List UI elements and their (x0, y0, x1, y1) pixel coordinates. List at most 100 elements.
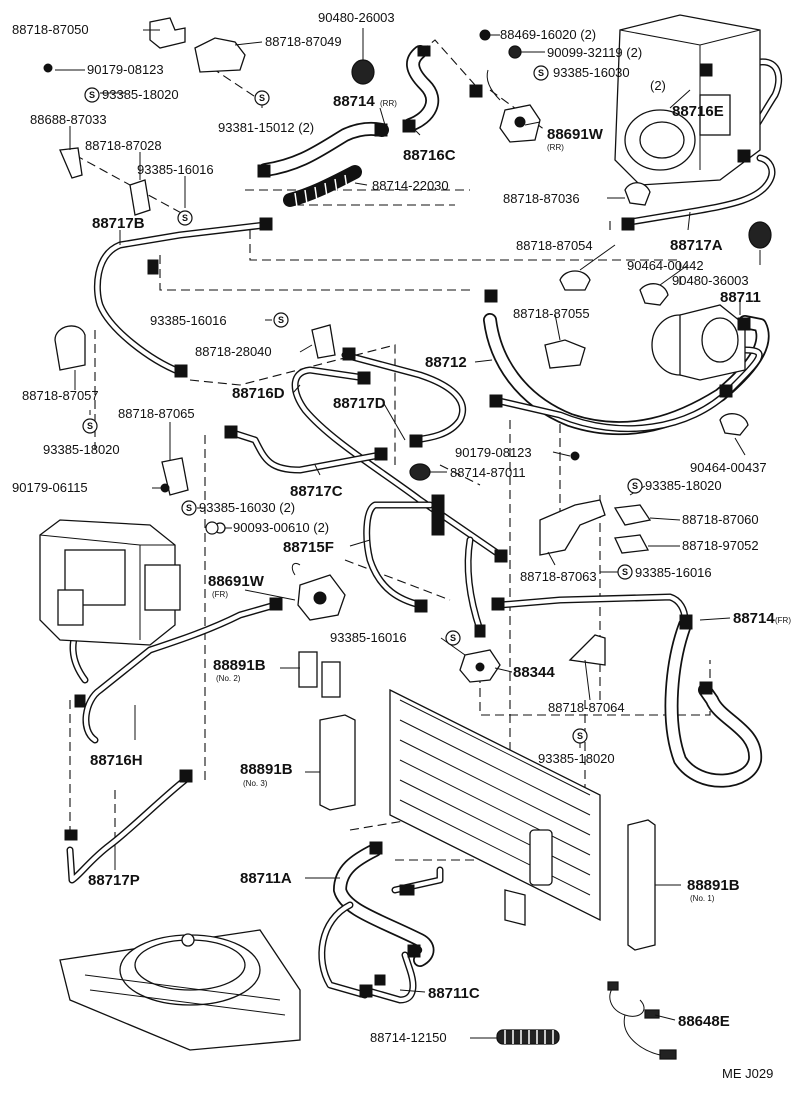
label-88891b-no1: 88891B (687, 877, 740, 894)
label-88717a: 88717A (670, 237, 723, 254)
grommet-36003 (748, 221, 772, 249)
label-88717p: 88717P (88, 872, 140, 889)
label-90179-08123-mid: 90179-08123 (455, 445, 532, 460)
symbol-s-8: S (627, 478, 643, 494)
label-90480-36003: 90480-36003 (672, 273, 749, 288)
condenser (389, 688, 601, 926)
sealer-no2-b (321, 661, 341, 698)
symbol-s-letter: S (182, 213, 188, 223)
nut-08123a (43, 63, 53, 73)
o-ring-32119 (508, 45, 522, 59)
label-90464-00437: 90464-00437 (690, 460, 767, 475)
label-88344: 88344 (513, 664, 555, 681)
piping (56, 45, 783, 1004)
part-labels: 88718-87050 88718-87049 90480-26003 8846… (12, 10, 791, 1081)
bracket-87064 (568, 634, 606, 666)
label-88714-fr: 88714 (733, 610, 775, 627)
bracket-87063 (539, 499, 606, 556)
grommet-26003 (351, 59, 375, 85)
label-88718-87065: 88718-87065 (118, 406, 195, 421)
label-88711c: 88711C (428, 985, 480, 1002)
label-88718-28040: 88718-28040 (195, 344, 272, 359)
label-88469-16020: 88469-16020 (2) (500, 27, 596, 42)
label-88718-87057: 88718-87057 (22, 388, 99, 403)
washer-symbol (205, 521, 219, 535)
label-88716d: 88716D (232, 385, 285, 402)
label-93385-18020-left: 93385-18020 (43, 442, 120, 457)
label-88718-87028: 88718-87028 (85, 138, 162, 153)
corrugated-hose-22030 (283, 165, 362, 208)
bracket-87050 (149, 17, 186, 49)
symbol-s-letter: S (87, 421, 93, 431)
symbol-s-letter: S (632, 481, 638, 491)
label-88715f: 88715F (283, 539, 334, 556)
symbol-s-letter: S (186, 503, 192, 513)
label-88711: 88711 (720, 289, 761, 306)
grommet-87011 (409, 463, 431, 481)
label-93385-18020-right: 93385-18020 (645, 478, 722, 493)
label-88717b: 88717B (92, 215, 145, 232)
symbol-s-letter: S (450, 633, 456, 643)
standard-part-symbols: S S S S S S S S S S S (82, 65, 643, 744)
label-88718-87049: 88718-87049 (265, 34, 342, 49)
bolt-06115 (160, 483, 170, 493)
label-93385-16016-lower: 93385-16016 (330, 630, 407, 645)
symbol-s-11: S (572, 728, 588, 744)
sealer-no1 (627, 819, 656, 951)
label-88714-rr: 88714 (333, 93, 375, 110)
label-qty-2: (2) (650, 78, 666, 93)
symbol-s-5: S (273, 312, 289, 328)
label-88891b-no3-suffix: (No. 3) (243, 779, 268, 788)
bracket-28040 (311, 324, 336, 359)
label-88691w-fr-suffix: (FR) (212, 590, 228, 599)
label-90179-06115: 90179-06115 (12, 480, 88, 495)
diagram-code: ME J029 (722, 1066, 773, 1081)
clamp-87060 (613, 504, 652, 526)
label-93385-16016-right: 93385-16016 (635, 565, 712, 580)
symbol-s-4: S (177, 210, 193, 226)
condenser-fan (59, 929, 301, 1051)
symbol-s-3: S (533, 65, 549, 81)
components (39, 14, 772, 1060)
symbol-s-letter: S (622, 567, 628, 577)
clamp-00437 (719, 413, 749, 436)
label-88712: 88712 (425, 354, 467, 371)
label-88688-87033: 88688-87033 (30, 112, 107, 127)
clamp-87057 (54, 325, 86, 371)
label-90464-00442: 90464-00442 (627, 258, 704, 273)
label-88718-87054: 88718-87054 (516, 238, 593, 253)
label-88891b-no3: 88891B (240, 761, 293, 778)
symbol-s-9: S (617, 564, 633, 580)
label-93385-16016-mid: 93385-16016 (150, 313, 227, 328)
symbol-s-letter: S (577, 731, 583, 741)
plug-16020 (479, 29, 491, 41)
corrugated-hose-12150 (496, 1029, 560, 1045)
sealer-no3 (319, 714, 356, 811)
symbol-s-2: S (254, 90, 270, 106)
symbol-s-10: S (445, 630, 461, 646)
label-88891b-no2: 88891B (213, 657, 266, 674)
label-88718-87050: 88718-87050 (12, 22, 89, 37)
label-88714-rr-suffix: (RR) (380, 99, 397, 108)
label-88718-97052: 88718-97052 (682, 538, 759, 553)
bracket-87049 (194, 37, 246, 73)
rear-evaporator-unit (614, 14, 761, 186)
label-88718-87055: 88718-87055 (513, 306, 590, 321)
symbol-s-letter: S (259, 93, 265, 103)
label-88691w-rr: 88691W (547, 126, 604, 143)
label-93385-16016-upper: 93385-16016 (137, 162, 214, 177)
compressor (651, 304, 746, 381)
label-88716e: 88716E (672, 103, 724, 120)
bracket-87033 (59, 147, 83, 179)
label-90480-26003: 90480-26003 (318, 10, 395, 25)
temperature-sensor-harness (607, 981, 677, 1060)
label-88691w-rr-suffix: (RR) (547, 143, 564, 152)
label-88714-87011: 88714-87011 (450, 465, 526, 480)
label-88718-87064: 88718-87064 (548, 700, 625, 715)
label-88648e: 88648E (678, 1013, 730, 1030)
label-88891b-no2-suffix: (No. 2) (216, 674, 241, 683)
label-93381-15012: 93381-15012 (2) (218, 120, 314, 135)
symbol-s-6: S (82, 418, 98, 434)
label-88718-87063: 88718-87063 (520, 569, 597, 584)
sealer-no2-a (298, 651, 318, 688)
